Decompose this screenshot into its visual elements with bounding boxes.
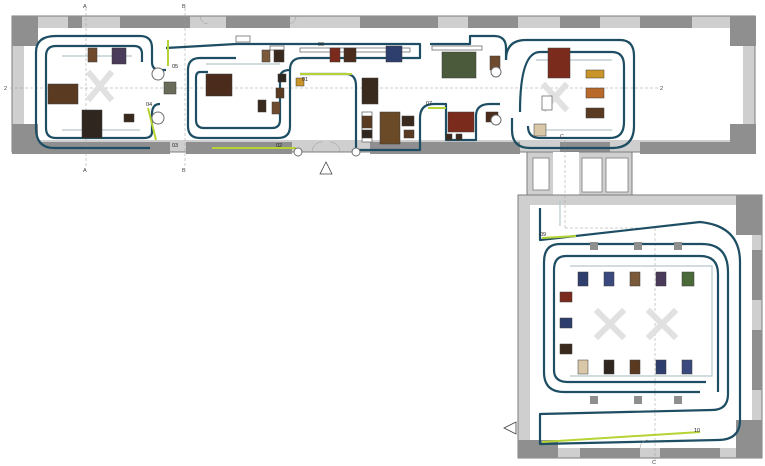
route-annex-inner — [552, 254, 720, 392]
painting — [329, 47, 341, 63]
visitor-route — [34, 34, 742, 446]
axis-label-a-bottom: A — [83, 168, 87, 174]
painting — [275, 87, 285, 99]
highlight-segments — [147, 40, 701, 443]
annex-right-pier-2 — [752, 330, 762, 390]
wall-label-10: 10 — [694, 428, 700, 434]
route-left-inner — [44, 44, 161, 140]
axis-label-b-top: B — [182, 4, 186, 10]
axis-label-2-right: 2 — [660, 86, 663, 92]
connector-room-right — [581, 157, 603, 193]
painting — [277, 73, 287, 83]
wall-label-04: 04 — [146, 102, 152, 108]
wall-label-09: 09 — [540, 232, 546, 238]
axis-label-b-bottom: B — [182, 168, 186, 174]
axis-label-c-bottom: C — [652, 460, 656, 466]
wall-label-02: 02 — [276, 143, 282, 149]
wall-label-07: 07 — [426, 101, 432, 107]
painting — [681, 359, 693, 375]
painting — [533, 123, 547, 137]
pedestals — [590, 242, 682, 404]
route-central-outer — [165, 42, 422, 140]
painting — [603, 271, 615, 287]
painting — [123, 113, 135, 123]
painting — [257, 99, 267, 113]
entrance-marker-annex — [503, 421, 517, 435]
painting — [603, 359, 615, 375]
painting — [87, 47, 98, 63]
painting — [559, 317, 573, 329]
painting — [379, 111, 401, 145]
artworks — [47, 45, 695, 375]
painting — [681, 271, 695, 287]
door-swings — [199, 15, 649, 449]
wall-labels: 01 02 03 04 05 06 07 09 10 — [146, 42, 700, 434]
painting — [361, 115, 373, 129]
painting — [447, 111, 475, 133]
painting — [629, 359, 641, 375]
annex-right-pier — [752, 250, 762, 300]
top-wall-piers — [68, 16, 692, 28]
painting — [655, 271, 667, 287]
painting — [559, 291, 573, 303]
route-right-inner — [518, 50, 626, 140]
wall-label-01: 01 — [302, 77, 308, 83]
wall-label-06: 06 — [318, 42, 324, 48]
route-left-hall — [34, 34, 166, 150]
corner-ne — [730, 16, 756, 46]
corner-nw — [12, 16, 38, 46]
entrance-marker-main — [319, 161, 333, 175]
painting — [81, 109, 103, 139]
columns — [151, 66, 502, 157]
wall-label-05: 05 — [172, 64, 178, 70]
painting — [441, 51, 477, 79]
annex-bottom-pier-2 — [660, 448, 720, 458]
axis-label-c-top: C — [560, 134, 564, 140]
corner-sw — [12, 124, 38, 154]
painting — [455, 133, 463, 141]
painting — [361, 77, 379, 105]
connector-room-right-2 — [605, 157, 629, 193]
painting — [343, 47, 357, 63]
painting — [629, 271, 641, 287]
axis-labels: A A B B C C 2 2 — [4, 4, 663, 466]
annex-corner-ne — [736, 195, 762, 235]
painting — [547, 47, 571, 79]
painting — [361, 129, 373, 139]
painting — [655, 359, 667, 375]
route-annex-outer — [538, 208, 742, 446]
painting — [163, 81, 177, 95]
route-right-hall — [504, 38, 636, 150]
painting — [559, 343, 573, 355]
painting — [585, 87, 605, 99]
painting — [111, 47, 127, 65]
painting — [261, 49, 271, 63]
axis-label-1-left: 2 — [4, 86, 7, 92]
painting — [47, 83, 79, 105]
painting — [403, 129, 415, 139]
painting — [271, 101, 281, 115]
painting — [273, 49, 285, 63]
annex-bottom-pier — [580, 448, 640, 458]
painting — [445, 133, 453, 141]
painting — [585, 107, 605, 119]
route-right-room — [356, 102, 500, 152]
axis-label-a-top: A — [83, 4, 87, 10]
painting — [577, 359, 589, 375]
painting — [585, 69, 605, 79]
route-top-right — [430, 34, 508, 60]
painting — [577, 271, 589, 287]
painting — [401, 115, 415, 127]
wall-label-03: 03 — [172, 143, 178, 149]
painting — [385, 45, 403, 63]
corner-se — [730, 124, 756, 154]
connector-room-left — [532, 157, 550, 191]
painting — [205, 73, 233, 97]
painting — [295, 77, 305, 87]
